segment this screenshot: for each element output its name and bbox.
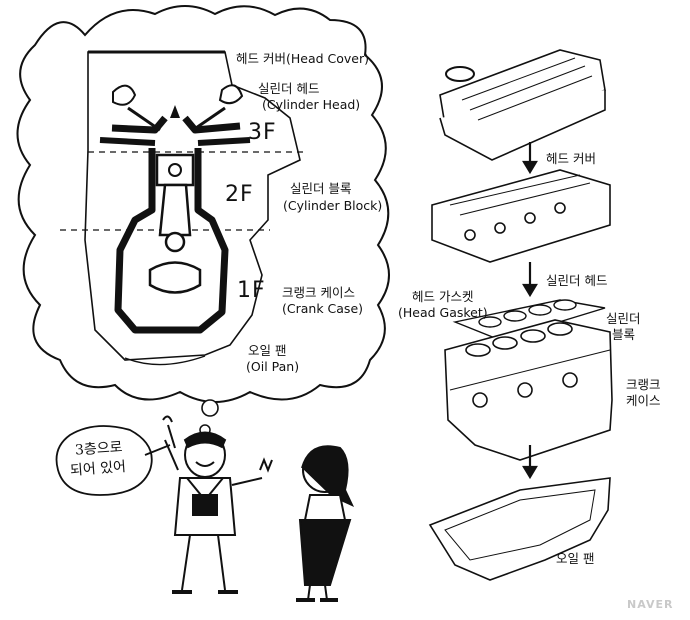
label-right-head-gasket-ko: 헤드 가스켓 bbox=[412, 289, 474, 304]
cylinder-block-wall bbox=[114, 148, 229, 334]
head-cover-part bbox=[439, 49, 606, 161]
label-right-cylinder-head: 실린더 헤드 bbox=[546, 273, 608, 288]
naver-watermark: NAVER bbox=[627, 598, 674, 611]
oil-filler-cap bbox=[445, 66, 475, 82]
head-gasket-part bbox=[452, 299, 606, 341]
assembly-arrows bbox=[522, 142, 538, 480]
label-crank-case-ko: 크랭크 케이스 bbox=[282, 285, 355, 300]
label-right-cylinder-block-1: 실린더 bbox=[606, 311, 641, 326]
label-cylinder-head-ko: 실린더 헤드 bbox=[258, 81, 320, 96]
girl-character bbox=[296, 445, 355, 602]
valve-left bbox=[112, 84, 137, 106]
cylinder-block-part bbox=[444, 319, 613, 461]
speech-line-1: 3층으로 bbox=[74, 439, 124, 459]
valve-right bbox=[218, 84, 244, 105]
label-oil-pan-en: (Oil Pan) bbox=[246, 359, 300, 374]
oil-pan-part bbox=[428, 477, 611, 581]
cylinder-head-part bbox=[431, 169, 611, 263]
label-right-cylinder-block-2: 블록 bbox=[612, 327, 636, 342]
label-right-head-cover: 헤드 커버 bbox=[546, 151, 596, 166]
label-right-crank-case-2: 케이스 bbox=[626, 393, 661, 408]
floor-2f: 2F bbox=[225, 182, 254, 207]
floor-1f: 1F bbox=[237, 278, 266, 303]
label-right-head-gasket-en: (Head Gasket) bbox=[398, 305, 488, 320]
floor-3f: 3F bbox=[248, 120, 277, 145]
crankshaft bbox=[148, 261, 202, 294]
label-right-oil-pan: 오일 팬 bbox=[556, 551, 595, 566]
thought-bubble-dot bbox=[201, 399, 219, 417]
label-cylinder-block-ko: 실린더 블록 bbox=[290, 181, 352, 196]
spark-plug bbox=[170, 105, 180, 118]
speech-bubble bbox=[55, 425, 171, 496]
connecting-rod bbox=[158, 183, 192, 237]
oil-pan-shape bbox=[124, 355, 206, 366]
label-oil-pan-ko: 오일 팬 bbox=[248, 343, 287, 358]
label-crank-case-en: (Crank Case) bbox=[282, 301, 364, 316]
engine-outline bbox=[84, 51, 301, 361]
thought-cloud bbox=[16, 5, 390, 403]
boy-character bbox=[162, 415, 273, 594]
cylinder-head-left bbox=[111, 115, 168, 134]
label-right-crank-case-1: 크랭크 bbox=[626, 377, 661, 392]
label-cylinder-head-en: (Cylinder Head) bbox=[262, 97, 361, 112]
label-cylinder-block-en: (Cylinder Block) bbox=[283, 198, 383, 213]
label-head-cover: 헤드 커버(Head Cover) bbox=[236, 51, 369, 66]
